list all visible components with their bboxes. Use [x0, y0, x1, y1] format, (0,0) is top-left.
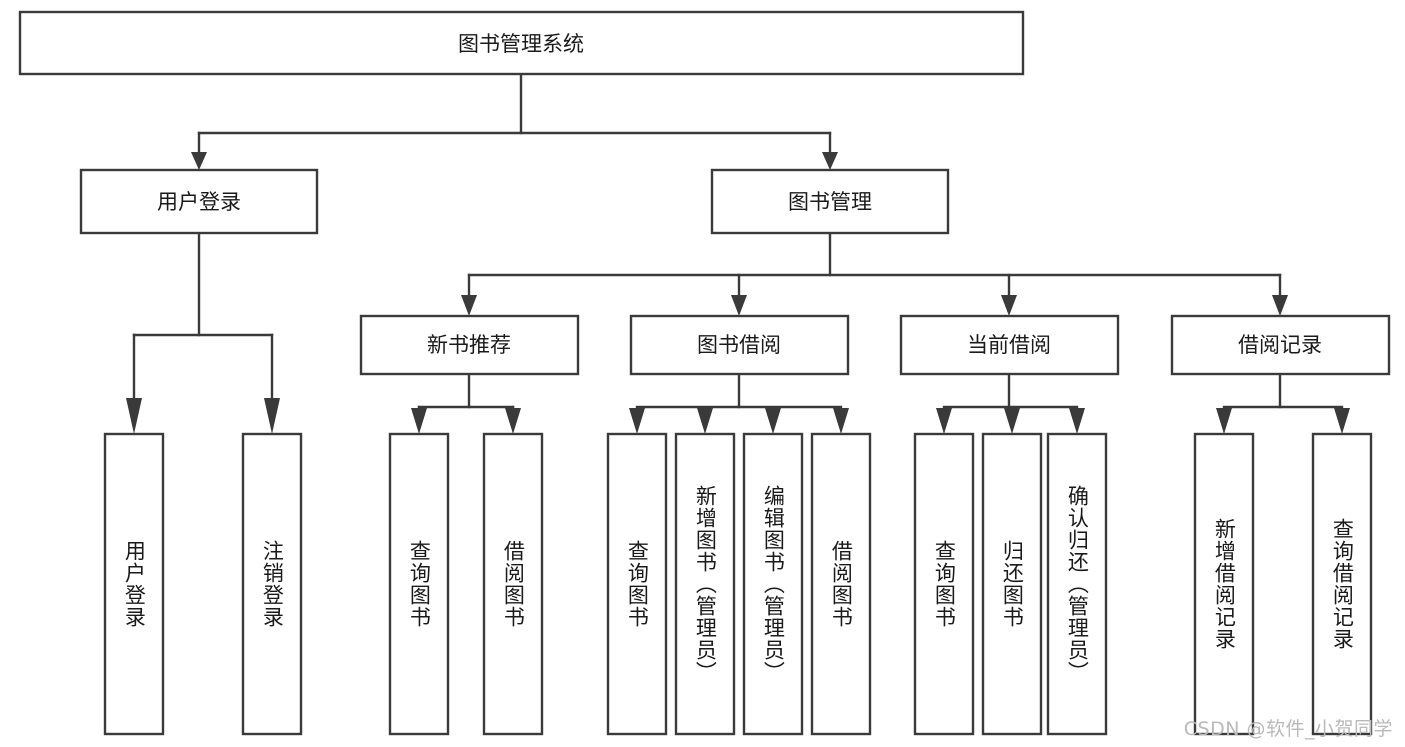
- arrow-head-currentborrow-leaf-2: [1004, 408, 1020, 434]
- node-new-book-recommend-box[interactable]: [359, 314, 580, 376]
- node-current-borrow-box[interactable]: [899, 314, 1120, 376]
- arrow-head-borrowrecord: [1272, 295, 1288, 316]
- arrow-head-bookborrow-leaf-1: [629, 408, 645, 434]
- leaf-box-return-book[interactable]: [981, 432, 1043, 736]
- leaf-box-user-login[interactable]: [103, 432, 165, 736]
- node-borrow-record-box[interactable]: [1170, 314, 1391, 376]
- node-book-management-label: 图书管理: [788, 190, 872, 214]
- leaf-box-query-book-2[interactable]: [606, 432, 668, 736]
- leaf-box-query-borrow-record[interactable]: [1311, 432, 1373, 736]
- leaf-box-add-book-admin[interactable]: [674, 432, 736, 736]
- arrow-head-userlogin: [191, 152, 207, 170]
- arrow-head-bookborrow-leaf-2: [697, 408, 713, 434]
- leaf-box-query-book-3[interactable]: [913, 432, 975, 736]
- leaf-box-add-borrow-record[interactable]: [1193, 432, 1255, 736]
- arrow-head-currentborrow: [1001, 295, 1017, 316]
- arrow-head-bookborrow-leaf-4: [833, 408, 849, 434]
- arrow-head-user-login-leaf: [126, 398, 142, 434]
- arrow-head-bookborrow-leaf-3: [765, 408, 781, 434]
- arrow-head-logout-leaf: [264, 398, 280, 434]
- arrow-head-bookmgmt: [822, 152, 838, 170]
- arrow-head-newbook: [461, 295, 477, 316]
- leaf-box-query-book-1[interactable]: [388, 432, 450, 736]
- csdn-watermark: CSDN @软件_小贺同学: [1183, 718, 1393, 740]
- arrow-head-borrowrecord-leaf-1: [1216, 408, 1232, 434]
- node-root-box[interactable]: [18, 10, 1025, 76]
- arrow-head-newbook-leaf-2: [505, 408, 521, 434]
- node-book-borrow-label: 图书借阅: [697, 333, 781, 357]
- connector-layer: [126, 72, 1350, 434]
- node-borrow-record-label: 借阅记录: [1238, 333, 1322, 357]
- leaf-box-borrow-book-2[interactable]: [810, 432, 872, 736]
- leaf-box-borrow-book-1[interactable]: [482, 432, 544, 736]
- arrow-head-bookborrow: [731, 295, 747, 316]
- node-book-management-box[interactable]: [710, 168, 950, 235]
- node-layer: 图书管理系统 用户登录 图书管理 新书推荐 图书借阅 当前借阅 借阅记录: [18, 10, 1391, 736]
- node-user-login-label: 用户登录: [157, 190, 241, 214]
- arrow-head-currentborrow-leaf-1: [936, 408, 952, 434]
- arrow-head-borrowrecord-leaf-2: [1334, 408, 1350, 434]
- node-book-borrow-box[interactable]: [629, 314, 850, 376]
- leaf-box-confirm-return-admin[interactable]: [1046, 432, 1108, 736]
- node-current-borrow-label: 当前借阅: [967, 333, 1051, 357]
- arrow-head-newbook-leaf-1: [411, 408, 427, 434]
- node-root-label: 图书管理系统: [458, 32, 584, 56]
- leaf-box-edit-book-admin[interactable]: [742, 432, 804, 736]
- arrow-head-currentborrow-leaf-3: [1069, 408, 1085, 434]
- leaf-box-logout[interactable]: [241, 432, 303, 736]
- node-user-login-box[interactable]: [79, 168, 319, 235]
- node-new-book-recommend-label: 新书推荐: [427, 333, 511, 357]
